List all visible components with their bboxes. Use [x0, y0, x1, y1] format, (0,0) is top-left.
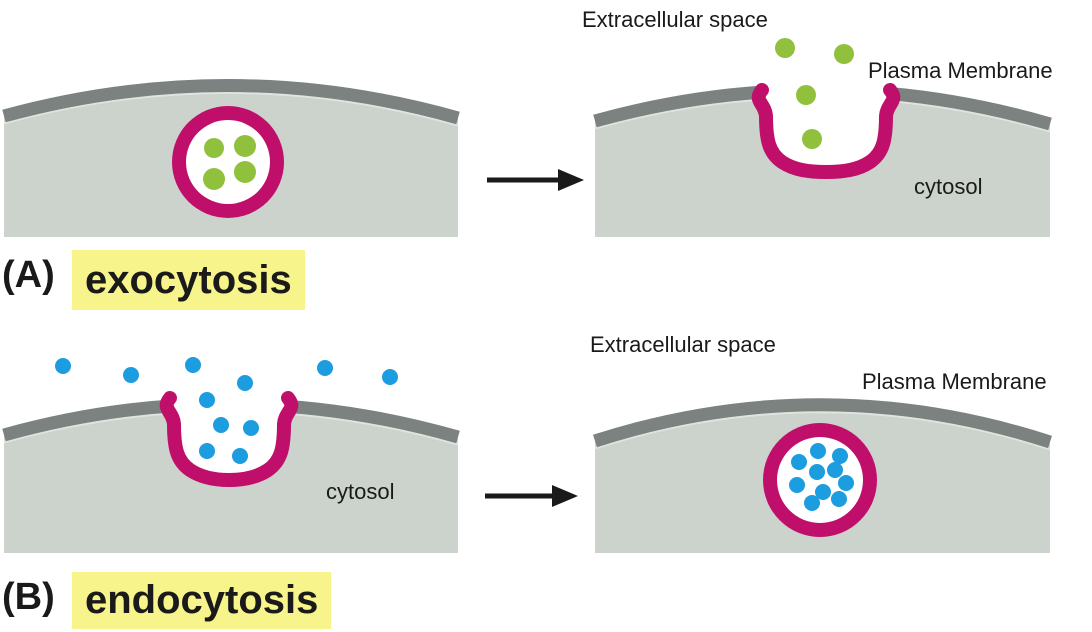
cargo-dot [775, 38, 795, 58]
panel-exocytosis-after [593, 38, 1052, 237]
cargo-dot [804, 495, 820, 511]
cargo-dot [810, 443, 826, 459]
plasma-membrane-band [2, 79, 460, 125]
vesicle-lumen [186, 120, 270, 204]
arrow-exocytosis [487, 169, 584, 191]
cargo-dot [789, 477, 805, 493]
membrane-opening [166, 362, 292, 480]
green-cargo-dots [775, 38, 854, 149]
cargo-dot [831, 491, 847, 507]
label-extracellular-space-bottom: Extracellular space [590, 332, 776, 357]
cargo-dot [234, 161, 256, 183]
panel-endocytosis-after [593, 398, 1053, 553]
cargo-dot [123, 367, 139, 383]
cargo-dot [204, 138, 224, 158]
cargo-dot [382, 369, 398, 385]
cargo-dot [234, 135, 256, 157]
panel-endocytosis-before [2, 357, 460, 553]
membrane-opening [758, 52, 894, 172]
blue-particle-dots [789, 443, 854, 511]
arrow-endocytosis [485, 485, 578, 507]
cargo-dot [796, 85, 816, 105]
label-cytosol-bottom: cytosol [326, 479, 395, 504]
caption-letter-b: (B) [2, 576, 55, 618]
arrow-head [558, 169, 584, 191]
cargo-dot [243, 420, 259, 436]
arrow-head [552, 485, 578, 507]
cargo-dot [802, 129, 822, 149]
label-cytosol-top: cytosol [914, 174, 983, 199]
label-plasma-membrane-bottom: Plasma Membrane [862, 369, 1047, 394]
label-extracellular-space-top: Extracellular space [582, 7, 768, 32]
plasma-membrane-band [593, 398, 1053, 449]
membrane-inner-edge [3, 91, 459, 127]
blue-particle-dots [55, 357, 398, 464]
cargo-dot [832, 448, 848, 464]
cargo-dot [809, 464, 825, 480]
cargo-dot [55, 358, 71, 374]
green-cargo-dots [203, 135, 256, 190]
caption-highlight-endocytosis: endocytosis [72, 572, 332, 629]
caption-letter-a: (A) [2, 254, 55, 296]
cargo-dot [185, 357, 201, 373]
cargo-dot [317, 360, 333, 376]
label-plasma-membrane-top: Plasma Membrane [868, 58, 1053, 83]
cargo-dot [827, 462, 843, 478]
fused-vesicle-cup [751, 83, 901, 179]
cargo-dot [838, 475, 854, 491]
caption-highlight-exocytosis: exocytosis [72, 250, 305, 310]
cargo-dot [815, 484, 831, 500]
cargo-dot [791, 454, 807, 470]
cargo-dot [232, 448, 248, 464]
cargo-dot [237, 375, 253, 391]
cargo-dot [199, 392, 215, 408]
cargo-dot [203, 168, 225, 190]
invaginating-vesicle-cup [159, 391, 299, 487]
caption-text-exocytosis: exocytosis [85, 257, 292, 302]
caption-text-endocytosis: endocytosis [85, 578, 319, 622]
cargo-dot [834, 44, 854, 64]
membrane-inner-edge [594, 410, 1051, 451]
cargo-dot [213, 417, 229, 433]
cargo-dot [199, 443, 215, 459]
panel-exocytosis-before [2, 79, 460, 237]
